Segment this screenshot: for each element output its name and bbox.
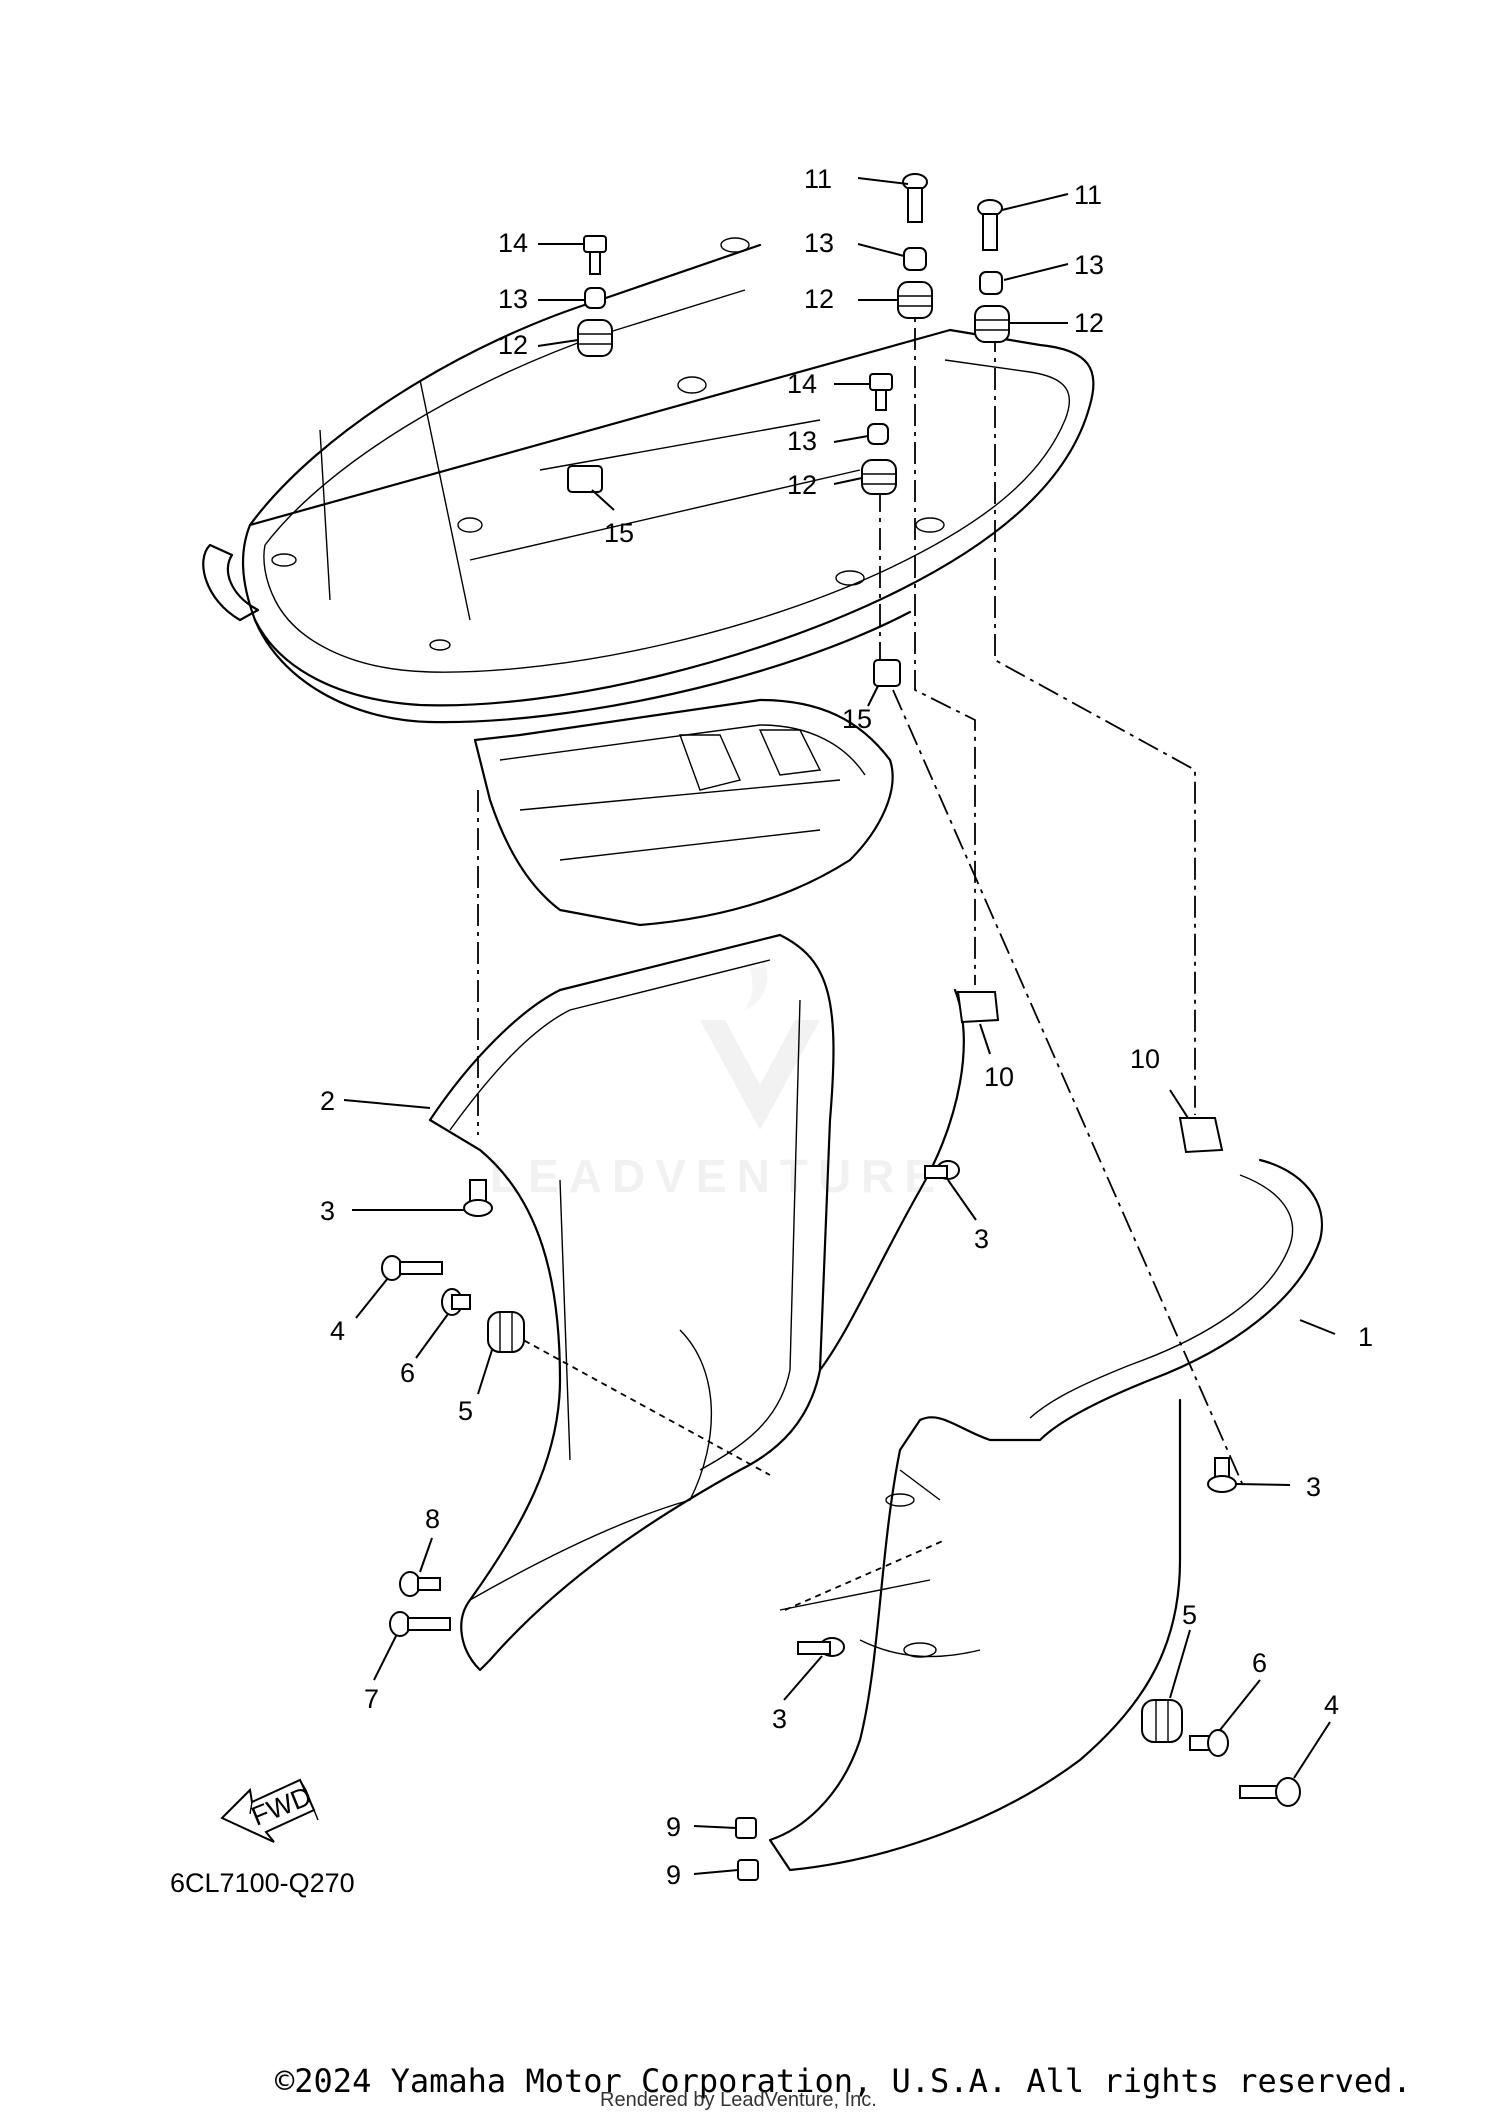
callout-14: 14 <box>787 369 817 399</box>
callout-13: 13 <box>787 426 817 456</box>
callout-12: 12 <box>787 470 817 500</box>
collar-13-d <box>867 423 889 445</box>
screw-11-a <box>902 173 928 223</box>
callout-labels: 11 11 13 13 12 12 14 13 12 14 13 12 15 1… <box>320 164 1373 1890</box>
watermark-logo: LEADVENTURE <box>490 960 945 1202</box>
bolt-4-a <box>381 1255 443 1281</box>
clip-10-b <box>1178 1117 1224 1154</box>
bracket-15-b <box>873 659 901 687</box>
screw-3-d <box>797 1637 845 1657</box>
collar-6-b <box>1189 1729 1229 1757</box>
callout-10: 10 <box>984 1062 1014 1092</box>
callout-13: 13 <box>498 284 528 314</box>
grommet-12-d <box>861 459 897 495</box>
callout-8: 8 <box>425 1504 440 1534</box>
grommet-12-c <box>577 319 613 357</box>
callout-9: 9 <box>666 1812 681 1842</box>
bolt-4-b <box>1239 1777 1301 1807</box>
callout-4: 4 <box>1324 1690 1339 1720</box>
bolt-14-b <box>869 373 893 411</box>
collar-13-c <box>584 287 606 309</box>
fwd-arrow-icon: FWD <box>220 1778 319 1843</box>
callout-15: 15 <box>604 518 634 548</box>
bolt-14-a <box>583 235 607 275</box>
callout-12: 12 <box>804 284 834 314</box>
grommet-12-b <box>974 305 1010 343</box>
screw-3-a <box>463 1179 493 1217</box>
screw-11-b <box>977 199 1003 251</box>
side-cover-left <box>428 933 965 1672</box>
callout-11: 11 <box>804 164 832 194</box>
callout-9: 9 <box>666 1860 681 1890</box>
damper-5-b <box>1141 1699 1183 1743</box>
callout-2: 2 <box>320 1086 335 1116</box>
callout-13: 13 <box>1074 250 1104 280</box>
callout-6: 6 <box>1252 1648 1267 1678</box>
damper-5-a <box>487 1311 525 1353</box>
diagram-code: 6CL7100-Q270 <box>170 1868 355 1898</box>
callout-12: 12 <box>1074 308 1104 338</box>
callout-1: 1 <box>1358 1322 1373 1352</box>
callout-5: 5 <box>458 1396 473 1426</box>
watermark-text: LEADVENTURE <box>490 1150 945 1202</box>
grommet-12-a <box>897 281 933 319</box>
callout-3: 3 <box>320 1196 335 1226</box>
assembly-lines <box>477 290 1246 1611</box>
bracket-15-a <box>567 465 603 493</box>
callout-10: 10 <box>1130 1044 1160 1074</box>
callout-3: 3 <box>974 1224 989 1254</box>
callout-4: 4 <box>330 1316 345 1346</box>
screw-3-b <box>924 1160 960 1180</box>
side-cover-right <box>768 1158 1323 1872</box>
screw-3-c <box>1207 1457 1237 1493</box>
copyright-notice: ©2024 Yamaha Motor Corporation, U.S.A. A… <box>275 2062 1412 2100</box>
callout-6: 6 <box>400 1358 415 1388</box>
callout-12: 12 <box>498 330 528 360</box>
callout-15: 15 <box>842 704 872 734</box>
nut-9-b <box>737 1859 759 1881</box>
nut-9-a <box>735 1817 757 1839</box>
rendered-by-notice: Rendered by LeadVenture, Inc. <box>600 2089 877 2111</box>
callout-3: 3 <box>772 1704 787 1734</box>
upper-cowling <box>202 237 1095 724</box>
callout-13: 13 <box>804 228 834 258</box>
collar-13-a <box>903 247 927 271</box>
clip-10-a <box>956 991 1000 1024</box>
callout-11: 11 <box>1074 180 1102 210</box>
callout-5: 5 <box>1182 1600 1197 1630</box>
collar-13-b <box>979 271 1003 295</box>
hardware-parts <box>381 173 1301 1881</box>
callout-3: 3 <box>1306 1472 1321 1502</box>
callout-7: 7 <box>364 1684 379 1714</box>
bolt-8 <box>399 1571 441 1597</box>
engine-base <box>473 698 894 927</box>
bolt-7 <box>389 1611 451 1637</box>
leader-lines <box>343 177 1336 1875</box>
collar-6-a <box>441 1288 471 1316</box>
callout-14: 14 <box>498 228 528 258</box>
